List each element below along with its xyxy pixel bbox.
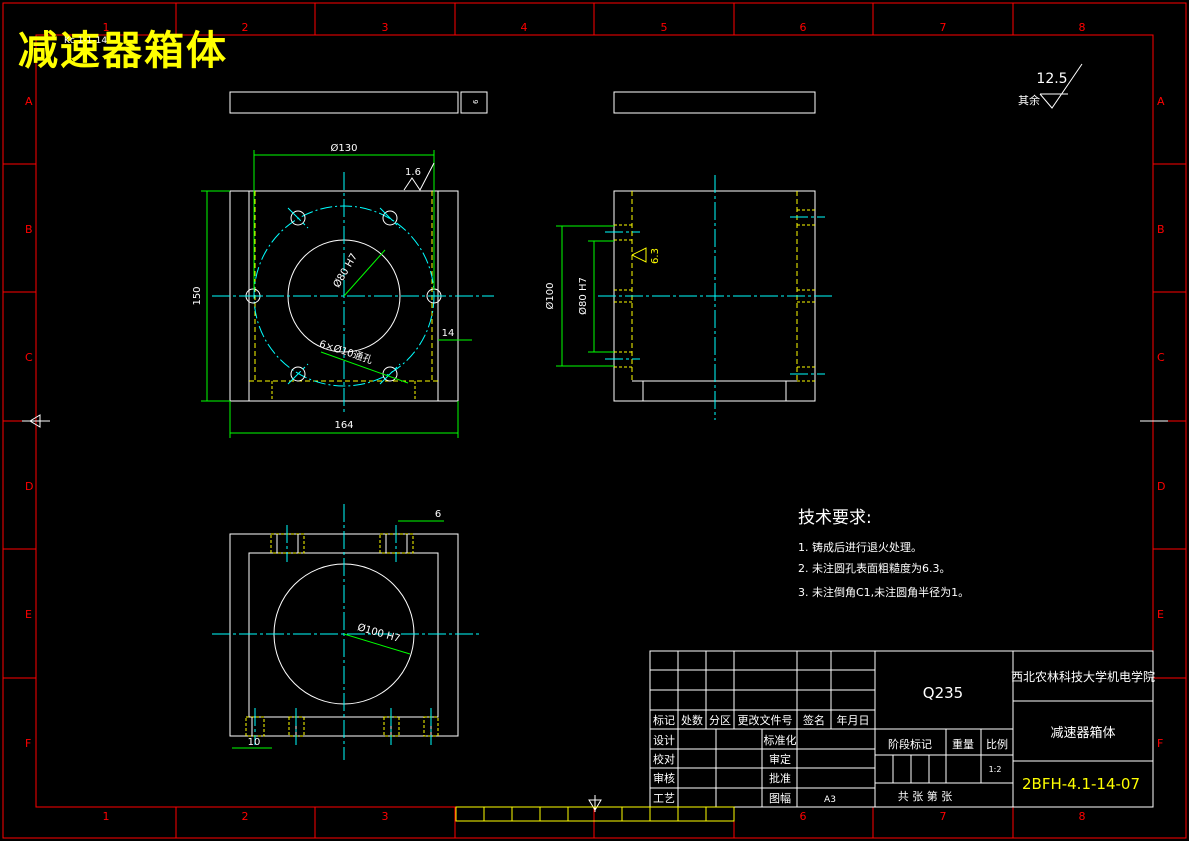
top-strip-right <box>613 91 816 114</box>
dim-d80h7-side-label: Ø80 H7 <box>577 277 589 315</box>
dim-w14-label: 14 <box>442 328 455 339</box>
scale-label: 比例 <box>986 737 1008 751</box>
dim-d100h7-label: Ø100 H7 <box>356 621 402 645</box>
rev-header-2: 处数 <box>681 714 703 727</box>
tech-item-1: 1. 铸成后进行退火处理。 <box>798 540 922 554</box>
zone-col-8-bottom: 8 <box>1079 810 1086 823</box>
scale-value: 1:2 <box>989 765 1002 774</box>
rev-header-4: 更改文件号 <box>738 713 793 727</box>
stage-label: 阶段标记 <box>888 737 932 751</box>
school-label: 西北农林科技大学机电学院 <box>1011 669 1155 684</box>
rev-header-6: 年月日 <box>837 713 870 727</box>
tech-heading: 技术要求: <box>798 508 872 528</box>
zone-col-7-bottom: 7 <box>940 810 947 823</box>
sheet-count-label: 共 张 第 张 <box>898 789 953 803</box>
title-block-bottom-strip <box>455 806 735 822</box>
left-label-2: 校对 <box>653 752 675 766</box>
zone-col-1-bottom: 1 <box>103 810 110 823</box>
dim-h150-label: 150 <box>192 286 203 305</box>
zone-col-8: 8 <box>1079 21 1086 34</box>
rev-header-1: 标记 <box>653 713 675 727</box>
zone-row-d: D <box>25 480 33 493</box>
mid-label-1: 标准化 <box>764 733 797 747</box>
mid-label-4: 图幅 <box>769 792 791 805</box>
left-label-3: 审核 <box>653 771 675 785</box>
side-view <box>556 175 832 420</box>
sheet-size-label: A3 <box>824 795 836 805</box>
tech-item-3: 3. 未注倒角C1,未注圆角半径为1。 <box>798 585 969 599</box>
strip-thickness-label: 6 <box>472 99 480 104</box>
title-block-text: Q235 西北农林科技大学机电学院 减速器箱体 2BFH-4.1-14-07 标… <box>653 669 1155 805</box>
part-name-label: 减速器箱体 <box>1050 725 1115 741</box>
plan-view <box>212 504 482 760</box>
rev-header-3: 分区 <box>709 714 731 727</box>
dim-w164-label: 164 <box>334 420 353 431</box>
technical-requirements: 技术要求: 1. 铸成后进行退火处理。 2. 未注圆孔表面粗糙度为6.3。 3.… <box>798 508 969 599</box>
mid-label-2: 审定 <box>769 752 791 766</box>
zone-row-f-right: F <box>1157 737 1163 750</box>
dim-d80h7-label: Ø80 H7 <box>331 251 360 290</box>
material-label: Q235 <box>923 684 963 702</box>
dim-d100-label: Ø100 <box>544 283 556 310</box>
weight-label: 重量 <box>952 737 974 751</box>
zone-row-c-right: C <box>1157 351 1165 364</box>
zone-row-b: B <box>25 223 33 236</box>
roughness-symbol <box>1039 63 1083 109</box>
drawing-title: 减速器箱体 <box>18 28 228 74</box>
dim-roughness-16-label: 1.6 <box>405 167 421 178</box>
dim-roughness-63-label: 6.3 <box>650 248 661 264</box>
zone-col-6-bottom: 6 <box>800 810 807 823</box>
zone-col-3: 3 <box>382 21 389 34</box>
front-view <box>201 150 494 438</box>
zone-col-2: 2 <box>242 21 249 34</box>
title-block <box>649 650 1154 808</box>
zone-col-7: 7 <box>940 21 947 34</box>
zone-row-a: A <box>25 95 33 108</box>
zone-col-1: 1 <box>103 21 110 34</box>
top-strip-left: 6 <box>229 91 488 114</box>
zone-row-b-right: B <box>1157 223 1165 236</box>
zone-row-f: F <box>25 737 31 750</box>
dim-holes-label: 6×Ø10通孔 <box>318 338 374 367</box>
zone-col-3-bottom: 3 <box>382 810 389 823</box>
zone-row-e: E <box>25 608 32 621</box>
centering-marks <box>22 414 1168 812</box>
dim-w6-label: 6 <box>435 509 441 520</box>
rev-header-5: 签名 <box>803 713 825 727</box>
zone-col-5: 5 <box>661 21 668 34</box>
zone-labels: 1 2 3 4 5 6 7 8 1 2 3 6 7 8 A B C D E F … <box>25 21 1165 823</box>
roughness-value: 12.5 <box>1036 71 1067 87</box>
zone-row-a-right: A <box>1157 95 1165 108</box>
zone-col-6: 6 <box>800 21 807 34</box>
left-label-4: 工艺 <box>653 792 675 805</box>
side-view-dim-labels: Ø100 Ø80 H7 6.3 <box>544 248 661 315</box>
drawing-title-tag: Kc 1-1-14 <box>64 36 108 46</box>
mid-label-3: 批准 <box>769 771 791 785</box>
tech-item-2: 2. 未注圆孔表面粗糙度为6.3。 <box>798 561 951 575</box>
zone-row-c: C <box>25 351 33 364</box>
left-label-1: 设计 <box>653 734 675 747</box>
drawing-number-label: 2BFH-4.1-14-07 <box>1022 775 1140 793</box>
zone-row-d-right: D <box>1157 480 1165 493</box>
zone-row-e-right: E <box>1157 608 1164 621</box>
zone-col-4: 4 <box>521 21 528 34</box>
dim-w10-label: 10 <box>248 737 261 748</box>
roughness-label: 其余 <box>1018 93 1040 107</box>
zone-col-2-bottom: 2 <box>242 810 249 823</box>
dim-d130-label: Ø130 <box>331 142 358 154</box>
